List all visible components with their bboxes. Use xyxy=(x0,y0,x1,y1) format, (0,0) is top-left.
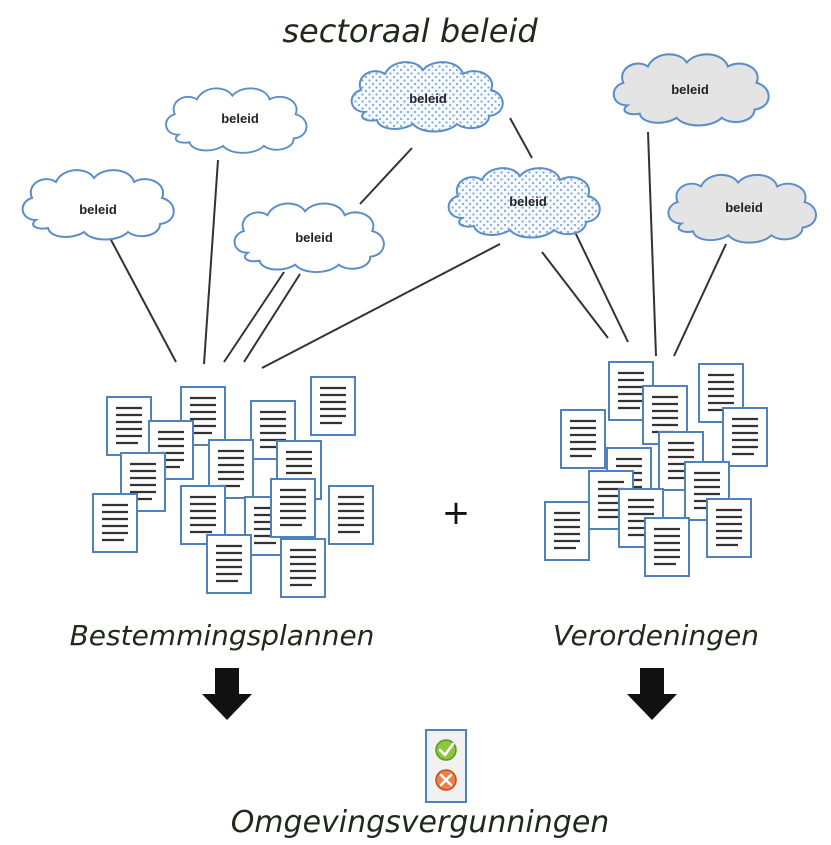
document-pile-left xyxy=(92,375,374,598)
cloud-label: beleid xyxy=(221,111,259,126)
connector-line xyxy=(359,147,413,205)
document-icon xyxy=(722,406,768,468)
document-icon xyxy=(280,538,326,598)
group-label-left: Bestemmingsplannen xyxy=(70,619,375,652)
permit-status-icon xyxy=(425,729,467,803)
cloud-label: beleid xyxy=(671,82,709,97)
connector-line xyxy=(223,271,285,363)
document-icon xyxy=(328,484,374,546)
connector-line xyxy=(109,237,177,363)
cloud-5: beleid xyxy=(447,166,601,239)
document-icon xyxy=(92,492,138,554)
connector-lines xyxy=(109,117,727,369)
document-icon xyxy=(644,516,690,578)
cloud-6: beleid xyxy=(612,53,770,127)
check-icon xyxy=(435,739,457,761)
connector-line xyxy=(647,131,657,357)
cloud-label: beleid xyxy=(409,91,447,106)
document-icon xyxy=(206,533,252,595)
cloud-4: beleid xyxy=(233,202,385,274)
cloud-label: beleid xyxy=(509,194,547,209)
result-label: Omgevingsvergunningen xyxy=(231,805,610,840)
connector-line xyxy=(541,251,609,339)
document-icon xyxy=(106,396,152,456)
document-icon xyxy=(706,497,752,559)
connector-line xyxy=(243,273,301,363)
connector-line xyxy=(203,159,219,365)
document-icon xyxy=(270,477,316,539)
cloud-7: beleid xyxy=(667,173,818,244)
cloud-2: beleid xyxy=(164,87,308,154)
connector-line xyxy=(261,243,501,369)
document-icon xyxy=(544,500,590,562)
group-label-right: Verordeningen xyxy=(553,619,759,652)
connector-line xyxy=(673,243,727,357)
connector-line xyxy=(509,117,533,159)
cloud-label: beleid xyxy=(79,202,117,217)
arrow-down-icon xyxy=(202,668,252,720)
document-icon xyxy=(560,408,606,470)
diagram-title: sectoraal beleid xyxy=(282,12,538,50)
plus-operator: + xyxy=(442,493,471,533)
cloud-1: beleid xyxy=(21,169,175,241)
cloud-label: beleid xyxy=(725,200,763,215)
document-icon xyxy=(310,375,356,437)
cloud-label: beleid xyxy=(295,230,333,245)
connector-line xyxy=(573,229,629,343)
arrow-down-icon xyxy=(627,668,677,720)
document-pile-right xyxy=(544,360,768,578)
cloud-3: beleid xyxy=(350,61,504,133)
cross-icon xyxy=(435,769,457,791)
